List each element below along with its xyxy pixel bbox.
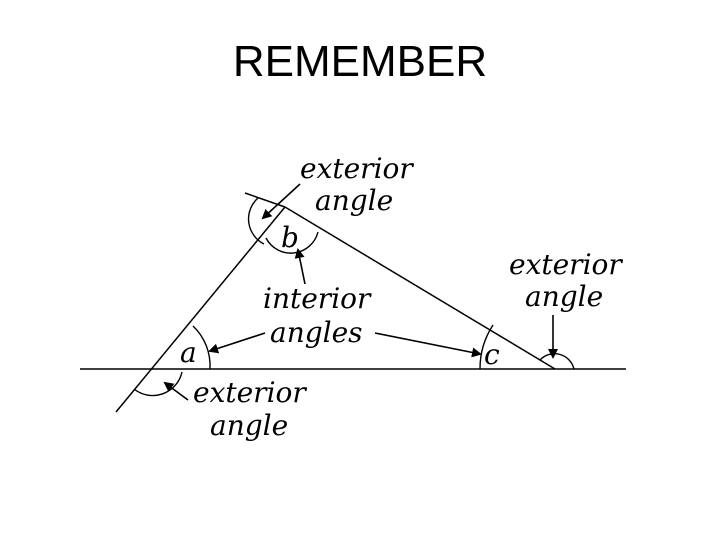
arrow-exterior-top xyxy=(261,183,301,220)
arrow-interior-a xyxy=(208,332,266,354)
vertex-label-b: b xyxy=(281,221,299,254)
slide-title: REMEMBER xyxy=(232,37,488,86)
label-exterior-top-1: exterior xyxy=(300,152,414,185)
arrow-interior-c xyxy=(374,332,482,358)
label-interior-2: angles xyxy=(270,316,363,349)
exterior-angle-arc-top xyxy=(247,197,265,245)
arrow-interior-b xyxy=(294,248,306,285)
interior-angle-arc-b xyxy=(265,231,319,254)
label-exterior-top-2: angle xyxy=(315,184,393,217)
label-exterior-bottom-2: angle xyxy=(210,409,288,442)
side-bc xyxy=(284,206,556,370)
label-exterior-bottom-1: exterior xyxy=(193,376,307,409)
side-ab-extended xyxy=(115,206,286,413)
label-exterior-right-1: exterior xyxy=(509,248,623,281)
exterior-angle-arc-a xyxy=(133,371,183,397)
label-interior-1: interior xyxy=(263,282,372,315)
exterior-angle-arc-c xyxy=(539,353,575,370)
side-bc-extension xyxy=(244,192,286,208)
interior-angle-arc-a xyxy=(192,325,211,370)
vertex-label-a: a xyxy=(180,336,197,369)
interior-angle-arc-c xyxy=(479,324,494,370)
vertex-label-c: c xyxy=(484,338,500,371)
arrow-exterior-bottom xyxy=(163,381,189,401)
label-exterior-right-2: angle xyxy=(525,280,603,313)
